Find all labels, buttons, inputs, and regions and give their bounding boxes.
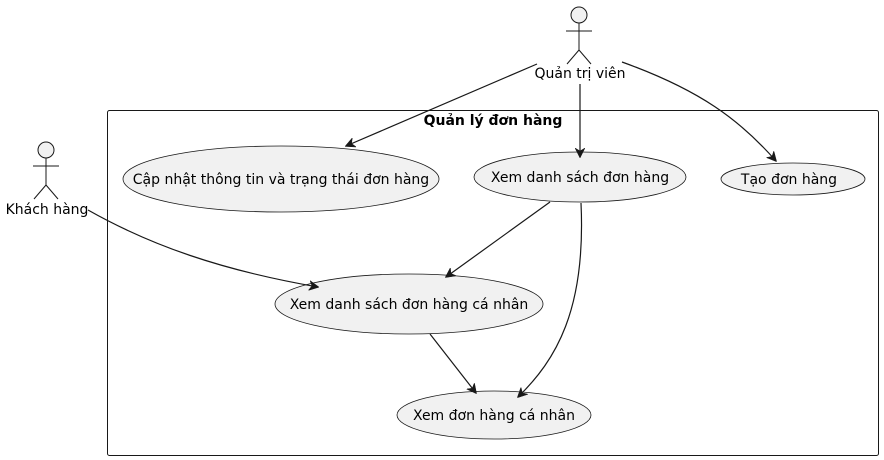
edge-view-list-view-personal-list	[446, 201, 551, 277]
actor-admin: Quản trị viên	[534, 6, 626, 82]
edge-view-list-view-personal	[518, 202, 583, 397]
actor-customer: Khách hàng	[6, 141, 89, 218]
use-case-view-personal-list: Xem danh sách đơn hàng cá nhân	[274, 273, 544, 335]
actor-label: Khách hàng	[6, 202, 89, 218]
system-title: Quản lý đơn hàng	[424, 113, 563, 129]
stick-figure-icon	[566, 6, 592, 65]
use-case-label: Xem danh sách đơn hàng	[491, 170, 669, 186]
use-case-create: Tạo đơn hàng	[720, 162, 866, 196]
use-case-label: Xem danh sách đơn hàng cá nhân	[290, 297, 529, 313]
stick-figure-icon	[33, 141, 59, 200]
use-case-view-list: Xem danh sách đơn hàng	[473, 151, 687, 203]
use-case-label: Cập nhật thông tin và trạng thái đơn hàn…	[133, 172, 429, 188]
use-case-label: Xem đơn hàng cá nhân	[413, 408, 575, 424]
edge-admin-update	[346, 63, 538, 146]
use-case-label: Tạo đơn hàng	[740, 172, 837, 188]
use-case-update: Cập nhật thông tin và trạng thái đơn hàn…	[122, 145, 440, 213]
edge-admin-create	[621, 61, 776, 161]
system-boundary: Quản lý đơn hàng	[107, 110, 879, 456]
use-case-view-personal: Xem đơn hàng cá nhân	[396, 390, 592, 440]
actor-label: Quản trị viên	[534, 66, 625, 82]
edge-customer-view-personal-list	[87, 209, 318, 287]
edge-view-personal-list-view-personal	[429, 333, 476, 393]
